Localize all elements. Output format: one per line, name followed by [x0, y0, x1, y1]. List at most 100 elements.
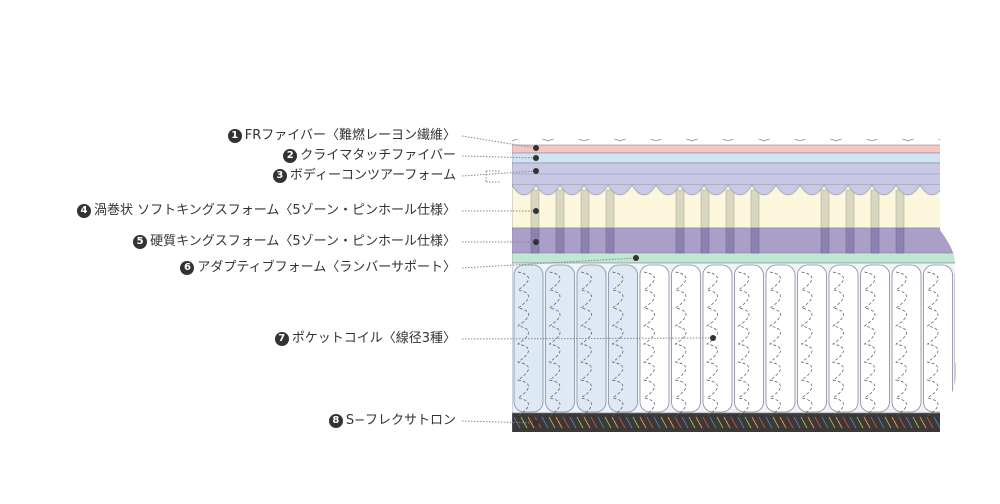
flex-fiber-53	[884, 416, 892, 429]
layer-5-hard-kings-foam	[512, 227, 956, 254]
flex-fiber-23	[674, 416, 682, 429]
layer-3-bracket	[485, 170, 500, 183]
flex-fiber-26	[695, 416, 703, 429]
pocket-coil-10	[797, 264, 827, 413]
flex-fiber-43	[814, 416, 822, 429]
pinhole-soft-2	[555, 189, 565, 229]
pocket-coil-13	[891, 264, 922, 413]
pocket-coil-14	[923, 264, 953, 413]
leader-line-3	[461, 170, 537, 177]
number-badge-6: 6	[180, 261, 195, 275]
flex-fiber-5	[548, 416, 556, 429]
flex-fiber-10	[583, 416, 591, 429]
coil-spring-12	[863, 271, 876, 417]
layer-label-8: 8 S−フレクサトロン	[328, 413, 456, 429]
layer-label-3: 3 ボディーコンツアーフォーム	[272, 168, 456, 184]
layer-label-text-6: アダプティブフォーム〈ランバーサポート〉	[197, 260, 456, 275]
flex-fiber-47	[842, 416, 850, 429]
flex-fiber-14	[611, 416, 619, 429]
pinhole-hard-5	[675, 227, 685, 254]
pinhole-soft-8	[750, 189, 760, 229]
flex-fiber-17	[632, 416, 640, 429]
coil-spring-6	[674, 271, 687, 417]
flex-fiber-25	[688, 416, 696, 429]
pinhole-soft-9	[820, 189, 830, 229]
number-badge-5: 5	[133, 235, 148, 249]
flex-fiber-27	[702, 416, 710, 429]
layer-label-5: 5 硬質キングスフォーム〈5ゾーン・ピンホール仕様〉	[133, 234, 456, 250]
layer-label-text-4: 渦巻状 ソフトキングスフォーム〈5ゾーン・ピンホール仕様〉	[94, 203, 456, 218]
flex-fiber-56	[905, 416, 913, 429]
pinhole-soft-7	[725, 189, 735, 229]
number-badge-2: 2	[283, 149, 298, 163]
layer-label-6: 6 アダプティブフォーム〈ランバーサポート〉	[180, 260, 456, 276]
flex-fiber-45	[828, 416, 836, 429]
flex-fiber-22	[667, 416, 675, 429]
pinhole-soft-4	[605, 189, 615, 229]
pocket-coil-8	[734, 264, 764, 413]
leader-line-8	[461, 420, 537, 424]
coil-spring-4	[611, 271, 624, 417]
coil-spring-3	[580, 271, 592, 417]
flex-fiber-31	[730, 416, 738, 429]
leader-line-1	[461, 135, 537, 149]
number-badge-3: 3	[272, 169, 287, 183]
flex-fiber-44	[821, 416, 829, 429]
flex-fiber-18	[639, 416, 647, 429]
pocket-coil-9	[765, 264, 796, 413]
flex-fiber-29	[716, 416, 724, 429]
pinhole-soft-11	[870, 189, 880, 229]
pocket-coil-6	[671, 264, 701, 413]
flex-fiber-35	[758, 416, 766, 429]
callout-dot-1	[533, 145, 539, 151]
pinhole-soft-5	[675, 189, 685, 229]
layer-label-text-2: クライマタッチファイバー	[300, 148, 456, 163]
flex-fiber-37	[772, 416, 780, 429]
coil-spring-2	[548, 271, 561, 417]
flex-fiber-48	[849, 416, 857, 429]
pinhole-hard-4	[605, 227, 615, 254]
pinhole-hard-12	[895, 227, 905, 254]
flex-fiber-54	[891, 416, 899, 429]
layer-label-text-3: ボディーコンツアーフォーム	[289, 168, 456, 183]
flex-fiber-38	[779, 416, 787, 429]
flex-fiber-11	[590, 416, 598, 429]
number-badge-7: 7	[274, 332, 289, 346]
flex-fiber-1	[520, 416, 528, 429]
pinhole-soft-3	[580, 189, 590, 229]
pinhole-hard-11	[870, 227, 880, 254]
pocket-coil-2	[545, 264, 575, 413]
convoluted-foam-edge	[512, 184, 956, 196]
flex-fiber-20	[653, 416, 661, 429]
coil-spring-13	[895, 271, 907, 417]
layer-label-1: 1 FRファイバー〈難燃レーヨン繊維〉	[227, 128, 456, 144]
flex-fiber-55	[898, 416, 906, 429]
flex-fiber-16	[625, 416, 633, 429]
leader-line-2	[461, 155, 537, 159]
flex-fiber-41	[800, 416, 808, 429]
coil-spring-1	[517, 271, 529, 417]
callout-dot-8	[533, 420, 539, 426]
flex-fiber-46	[835, 416, 843, 429]
flex-fiber-28	[709, 416, 717, 429]
pocket-coil-4	[608, 264, 638, 413]
flex-fiber-40	[793, 416, 801, 429]
layer-label-text-8: S−フレクサトロン	[345, 413, 456, 428]
flex-fiber-36	[765, 416, 773, 429]
layer-label-4: 4 渦巻状 ソフトキングスフォーム〈5ゾーン・ピンホール仕様〉	[77, 203, 456, 219]
coil-spring-10	[800, 271, 813, 417]
number-badge-1: 1	[227, 129, 242, 143]
flex-fiber-8	[569, 416, 577, 429]
layer-label-2: 2 クライマタッチファイバー	[283, 148, 456, 164]
number-badge-4: 4	[77, 204, 92, 218]
pinhole-hard-8	[750, 227, 760, 254]
callout-dot-7	[710, 335, 716, 341]
coil-spring-9	[769, 271, 781, 417]
flex-fiber-57	[912, 416, 920, 429]
flex-fiber-19	[646, 416, 654, 429]
flex-fiber-42	[807, 416, 815, 429]
flex-fiber-59	[926, 416, 934, 429]
flex-fiber-24	[681, 416, 689, 429]
coil-spring-8	[737, 271, 750, 417]
flex-fiber-50	[863, 416, 871, 429]
